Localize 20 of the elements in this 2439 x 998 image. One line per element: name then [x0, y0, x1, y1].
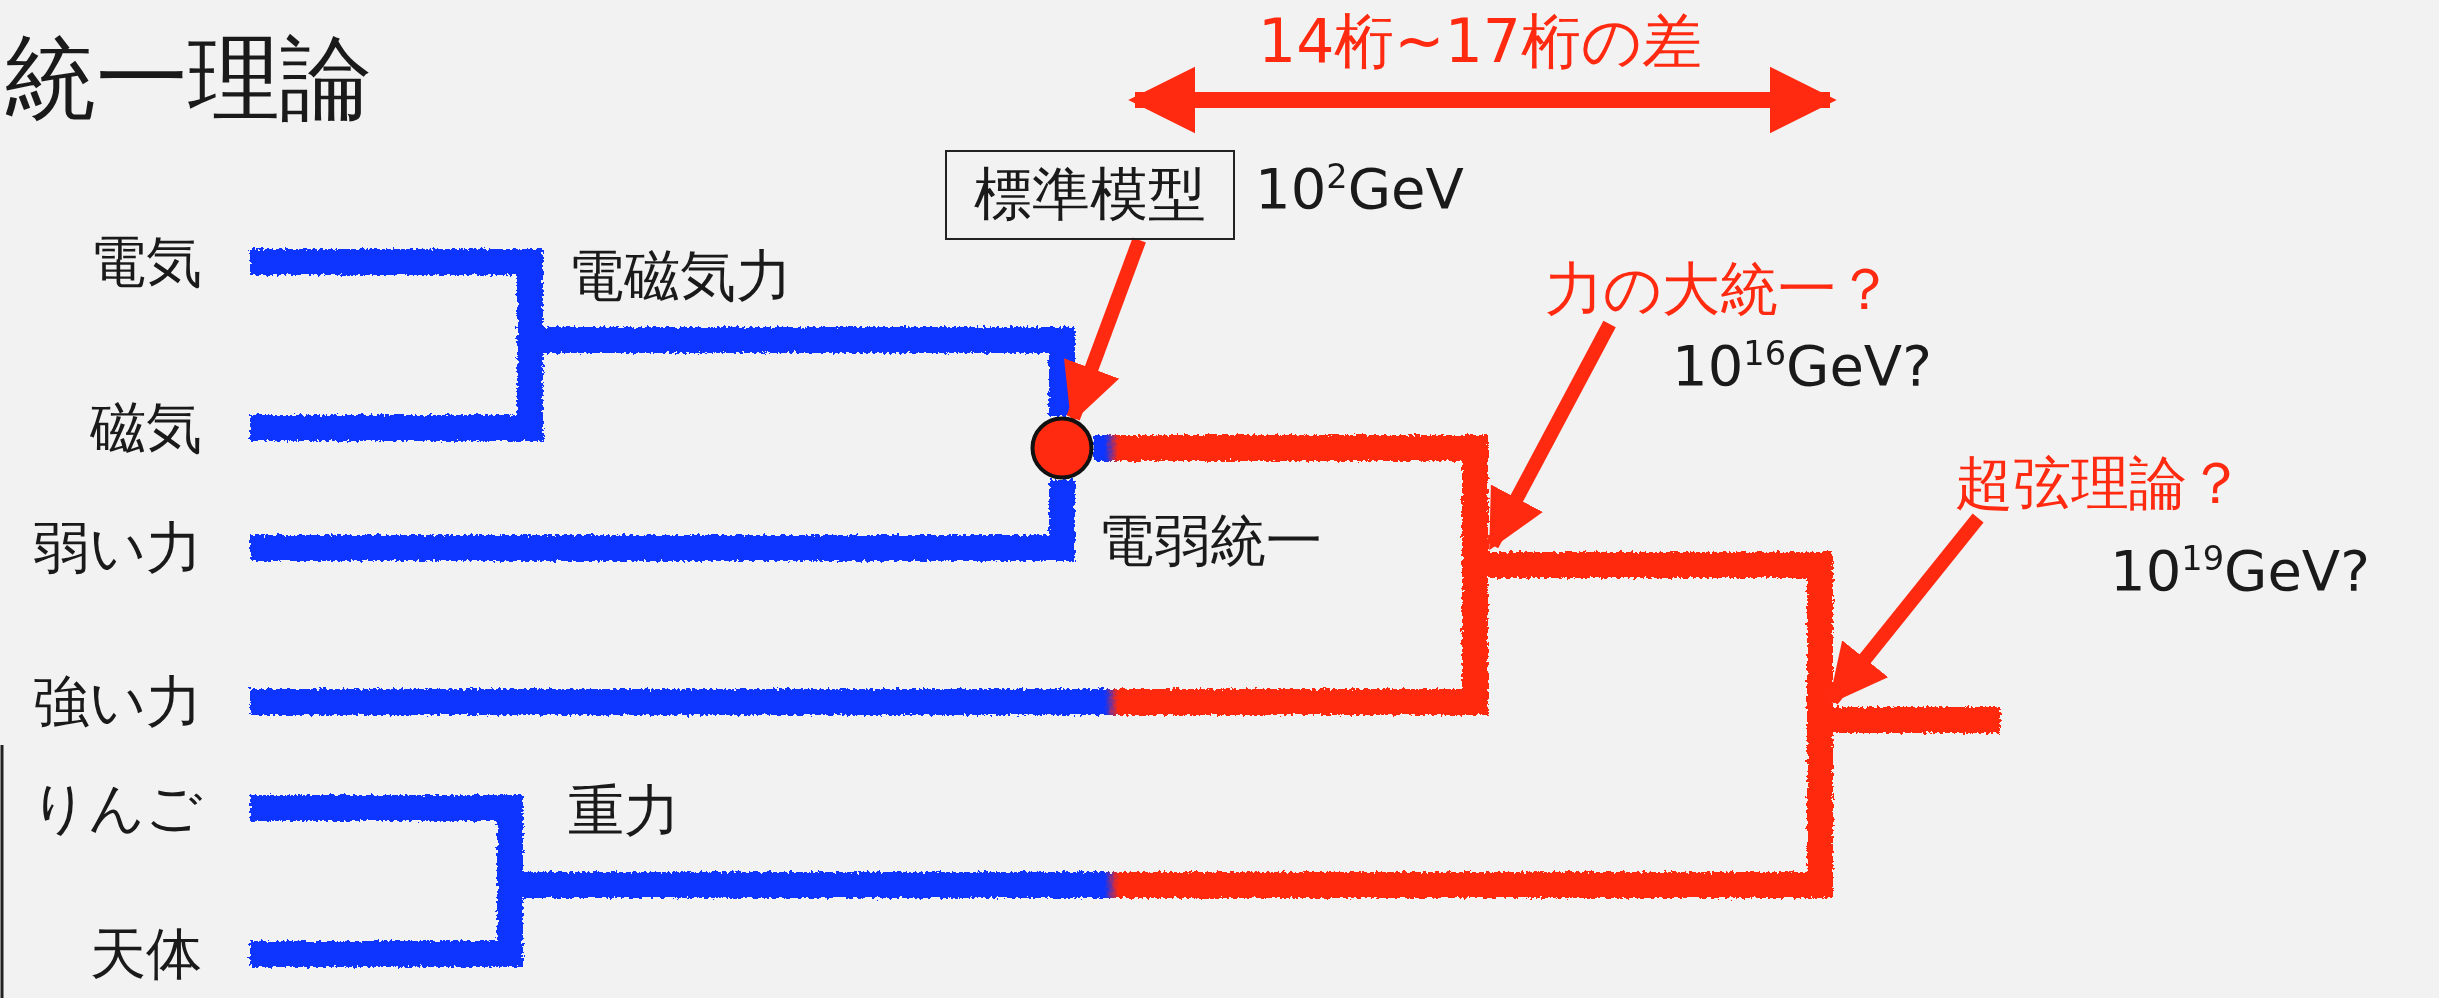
arrow [1485, 320, 1616, 551]
model-box: 標準模型 [945, 150, 1235, 240]
force-label: りんご [0, 778, 250, 838]
branch-label: 電弱統一 [1098, 510, 1322, 572]
gap-label: 14桁~17桁の差 [1258, 8, 1702, 74]
theory-label: 力の大統一？ [1545, 258, 1925, 324]
force-label: 磁気 [0, 398, 250, 458]
energy-scale: 10$^{2}$GeV [1255, 158, 1464, 220]
force-label: 強い力 [0, 672, 250, 732]
junction-dot [1030, 416, 1094, 480]
force-label: 天体 [0, 924, 250, 984]
branch-label: 電磁気力 [568, 245, 792, 307]
force-label: 電気 [0, 232, 250, 292]
energy-scale: 10$^{19}$GeV? [2110, 540, 2370, 602]
energy-scale: 10$^{16}$GeV? [1672, 335, 1932, 397]
title: 統一理論 [4, 28, 372, 130]
branch-line [250, 480, 1075, 561]
force-label: 弱い力 [0, 518, 250, 578]
theory-label: 超弦理論？ [1955, 452, 2285, 518]
branch-label: 重力 [568, 780, 680, 842]
